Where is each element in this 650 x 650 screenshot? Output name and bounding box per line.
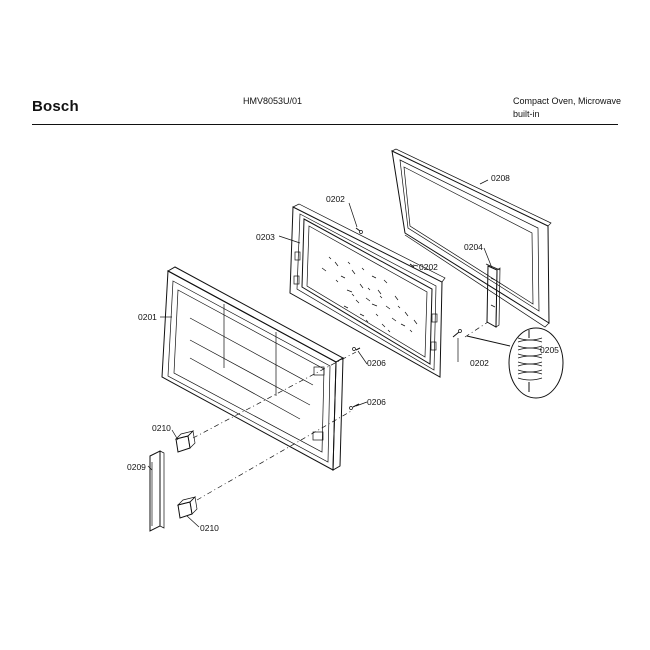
part-0208-door-seal bbox=[391, 148, 552, 328]
label-0210-bottom: 0210 bbox=[200, 523, 219, 533]
product-description-line-1: Compact Oven, Microwave bbox=[513, 96, 622, 106]
model-number: HMV8053U/01 bbox=[243, 96, 303, 106]
label-0209: 0209 bbox=[127, 462, 146, 472]
label-0208: 0208 bbox=[491, 173, 510, 183]
label-0202-mid: 0202 bbox=[419, 262, 438, 272]
leader-lines bbox=[147, 179, 493, 528]
label-0206-bottom: 0206 bbox=[367, 397, 386, 407]
label-0210-top: 0210 bbox=[152, 423, 171, 433]
part-0209-handle bbox=[149, 450, 165, 532]
product-description-line-2: built-in bbox=[513, 109, 540, 119]
label-0206-top: 0206 bbox=[367, 358, 386, 368]
label-0202-right: 0202 bbox=[470, 358, 489, 368]
mesh-holes bbox=[321, 256, 418, 333]
label-0201: 0201 bbox=[138, 312, 157, 322]
part-0201-outer-door bbox=[161, 266, 345, 471]
assembly-lines bbox=[192, 321, 489, 501]
brand-title: Bosch bbox=[32, 98, 79, 115]
label-0203: 0203 bbox=[256, 232, 275, 242]
header-divider bbox=[32, 124, 618, 125]
label-0202-top: 0202 bbox=[326, 194, 345, 204]
label-0205: 0205 bbox=[540, 345, 559, 355]
screws bbox=[349, 227, 462, 410]
part-0205-spring-callout bbox=[466, 327, 564, 399]
part-0203-inner-door-panel bbox=[289, 203, 446, 378]
part-0210-end-caps bbox=[174, 430, 198, 519]
label-0204: 0204 bbox=[464, 242, 483, 252]
part-labels: 0202 0203 0202 0208 0204 0205 0201 0206 … bbox=[127, 173, 559, 533]
part-0204-hinge bbox=[485, 263, 501, 328]
